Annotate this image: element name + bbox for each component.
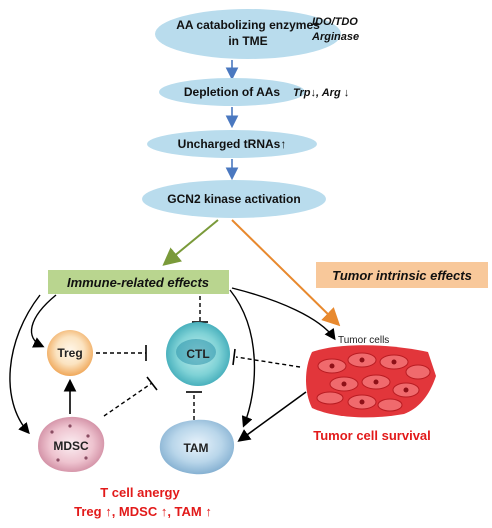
enzymes-note-arginase: Arginase [311,31,359,43]
immune-effects-label: Immune-related effects [67,275,209,290]
treg-cell: Treg [47,330,93,376]
depletion-note: Trp↓, Arg ↓ [293,87,349,99]
gcn2-label: GCN2 kinase activation [167,192,300,206]
trna-node: Uncharged tRNAs↑ [147,130,317,158]
tumor-survival-text: Tumor cell survival [313,428,431,443]
tumor-effects-box: Tumor intrinsic effects [316,262,488,288]
tam-cell: TAM [159,419,235,475]
enzymes-label-line1: AA catabolizing enzymes [176,18,320,32]
depletion-node: Depletion of AAs [159,78,305,106]
tumor-cells-image [306,345,436,418]
tam-label: TAM [183,441,208,455]
immune-effects-box: Immune-related effects [48,270,229,294]
anergy-title: T cell anergy [100,485,180,500]
depletion-label: Depletion of AAs [184,85,281,99]
arrow-to-tumor-effects [231,219,341,327]
gcn2-node: GCN2 kinase activation [142,180,326,218]
arrow-immune-to-treg [30,294,57,348]
anergy-detail: Treg ↑, MDSC ↑, TAM ↑ [74,504,212,519]
inhibit-tumor-to-ctl [235,356,301,368]
tumor-effects-label: Tumor intrinsic effects [332,268,472,283]
arrow-tumor-to-tam [237,391,307,442]
inhibit-bar [232,348,236,366]
trna-label: Uncharged tRNAs↑ [178,137,287,151]
arrow-immune-to-tumor [231,287,336,341]
inhibit-mdsc-to-ctl [103,382,153,417]
enzymes-label-line2: in TME [228,34,267,48]
arrow-to-immune-effects [162,219,219,266]
ctl-cell: CTL [166,322,230,386]
tumor-cells-label: Tumor cells [338,335,389,346]
enzymes-node: AA catabolizing enzymes in TME [155,9,341,59]
arrow-immune-to-tam [229,289,256,428]
inhibit-bar [146,376,158,391]
arrow-immune-to-mdsc [9,294,41,435]
treg-label: Treg [57,346,82,360]
mdsc-cell: MDSC [38,416,105,472]
mdsc-label: MDSC [53,439,89,453]
ctl-label: CTL [186,347,209,361]
enzymes-note-ido: IDO/TDO [312,16,358,28]
